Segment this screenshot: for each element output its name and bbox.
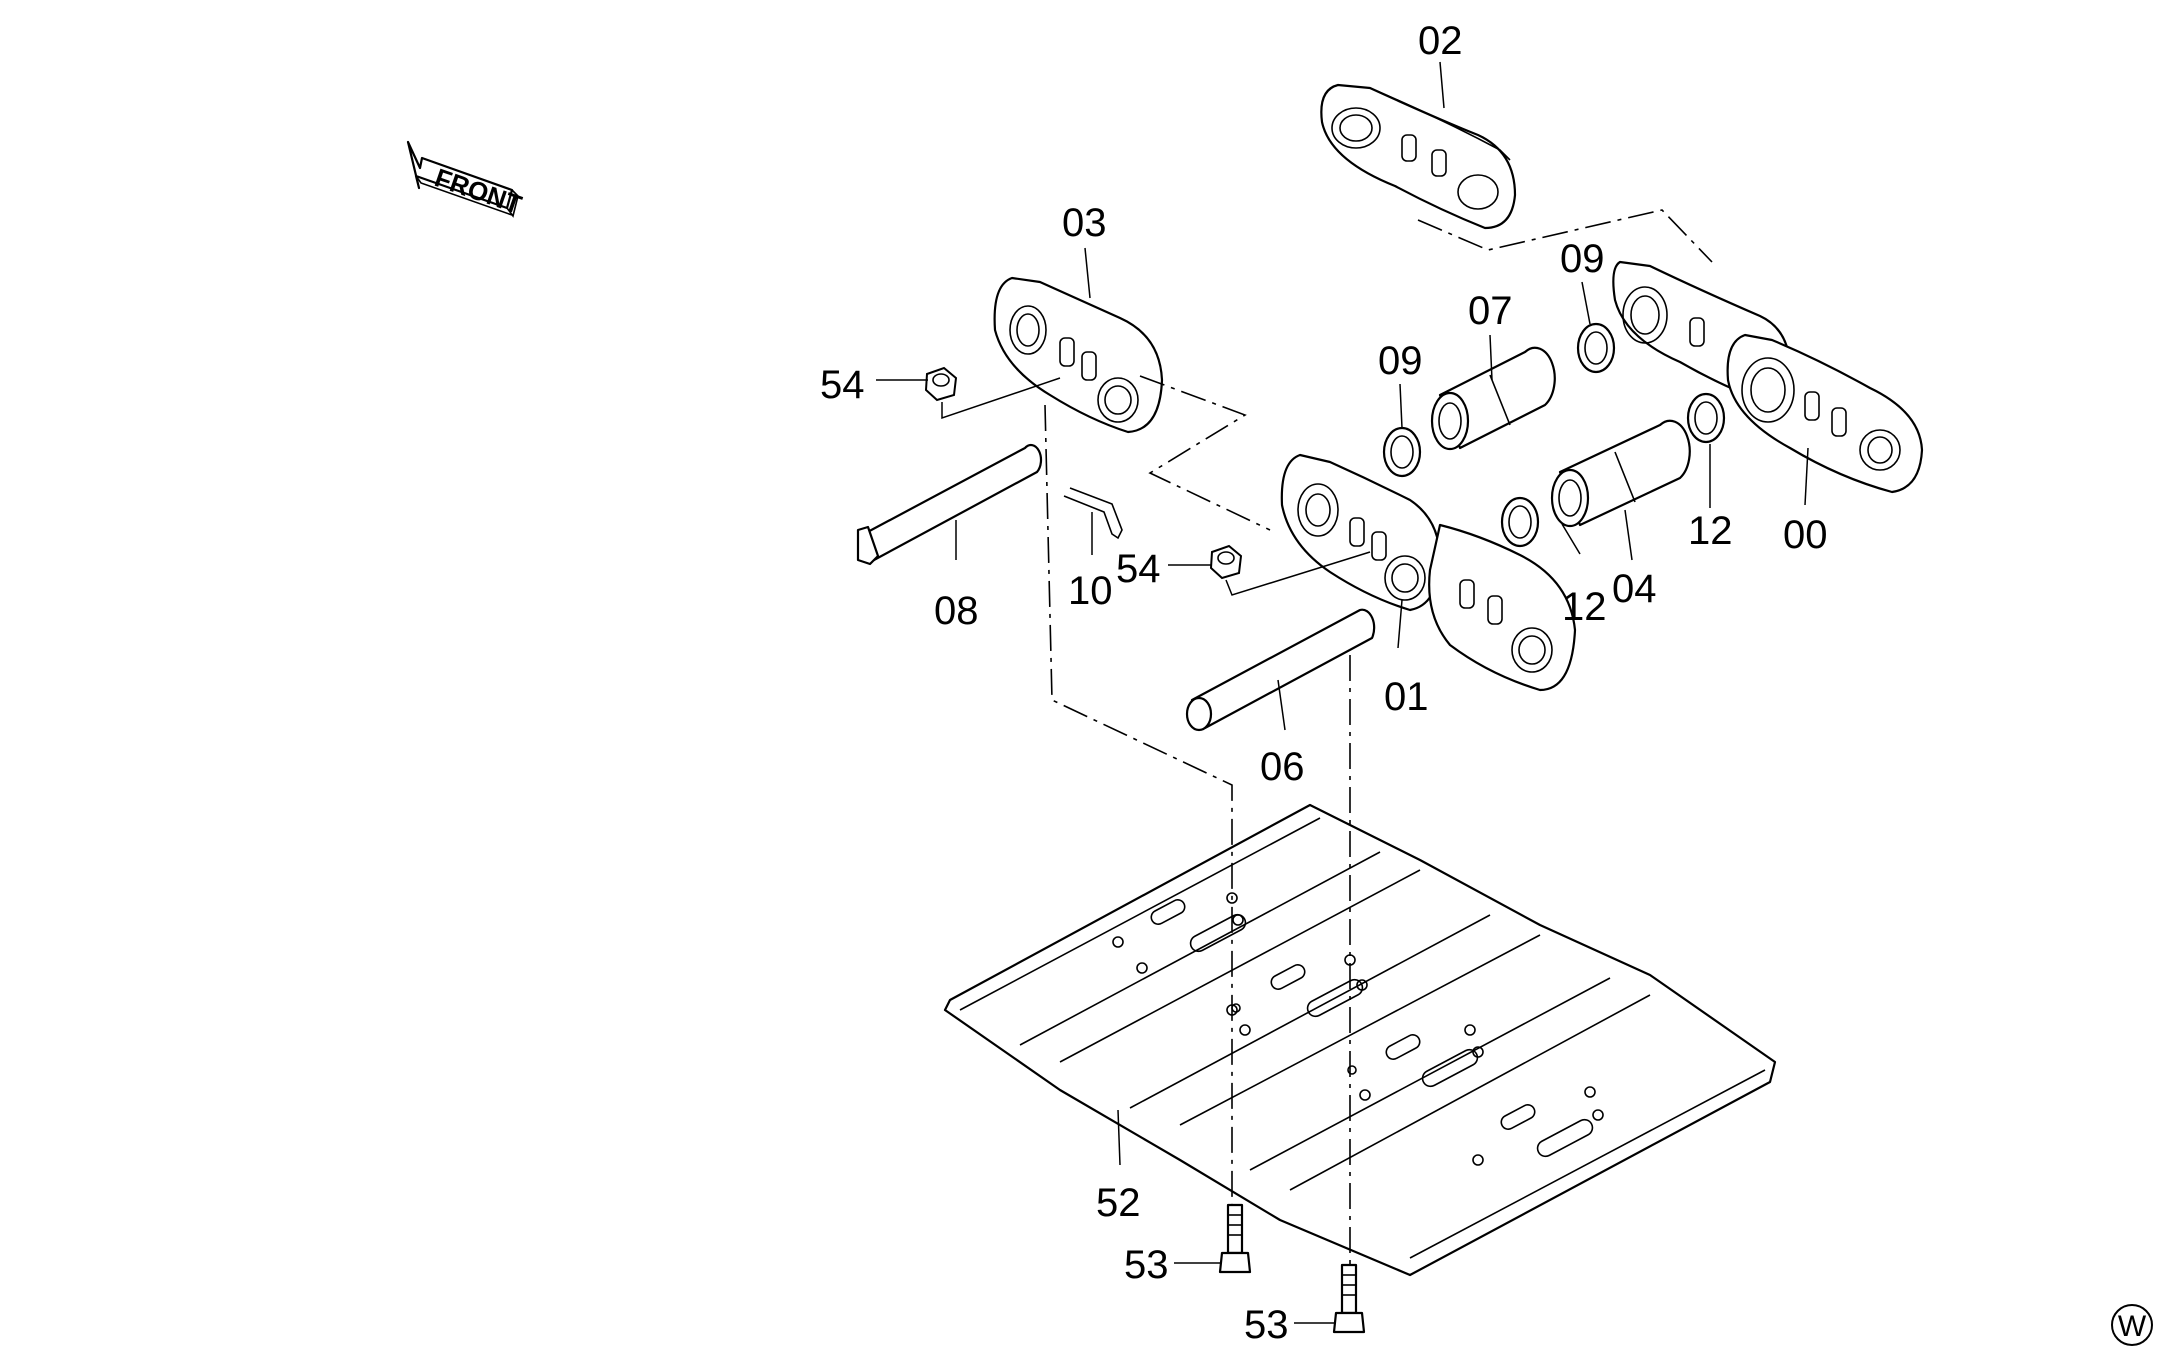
callouts: 02 03 09 07 09 54 54 12 00 12 04 08 10 0… [820, 19, 1828, 1347]
track-link-lower-right [1428, 523, 1577, 692]
bolt-53-right [1332, 1263, 1366, 1334]
callout-00: 00 [1783, 513, 1828, 557]
track-link-03 [993, 276, 1164, 434]
master-pin-08 [856, 443, 1043, 566]
seal-09-left [1382, 426, 1422, 478]
corner-mark-icon: W [2111, 1304, 2153, 1346]
track-link-02 [1320, 83, 1517, 230]
callout-06: 06 [1260, 745, 1305, 789]
track-link-00 [1612, 260, 1924, 494]
callout-09-left: 09 [1378, 339, 1423, 383]
callout-04: 04 [1612, 567, 1657, 611]
callout-07: 07 [1468, 289, 1513, 333]
nut-54-upper [924, 366, 958, 402]
callout-02: 02 [1418, 19, 1463, 63]
callout-53-right: 53 [1244, 1303, 1289, 1347]
bushing-04 [1550, 419, 1691, 528]
nut-54-lower [1209, 544, 1243, 580]
callout-12-right: 12 [1688, 509, 1733, 553]
callout-12-left: 12 [1562, 585, 1607, 629]
seal-09-right [1576, 322, 1616, 374]
seal-12-right [1686, 392, 1726, 444]
corner-mark-label: W [2118, 1310, 2147, 1343]
seal-12-left [1500, 496, 1540, 548]
callout-54-lower: 54 [1116, 547, 1161, 591]
track-link-01 [1280, 453, 1442, 612]
pin-06 [1185, 608, 1376, 732]
front-label: FRONT [431, 162, 526, 220]
callout-53-left: 53 [1124, 1243, 1169, 1287]
callout-10: 10 [1068, 569, 1113, 613]
assembly-lines [1044, 209, 1713, 1265]
callout-08: 08 [934, 589, 979, 633]
leader-lines [876, 61, 1809, 1324]
bolt-53-left [1218, 1203, 1252, 1274]
callout-09-right: 09 [1560, 237, 1605, 281]
callout-01: 01 [1384, 675, 1429, 719]
bushing-07 [1430, 346, 1556, 451]
front-arrow-icon: FRONT [406, 140, 526, 220]
track-shoe-52 [943, 803, 1777, 1277]
callout-54-upper: 54 [820, 363, 865, 407]
callout-03: 03 [1062, 201, 1107, 245]
spring-pin-10 [1063, 487, 1123, 540]
callout-52: 52 [1096, 1181, 1141, 1225]
